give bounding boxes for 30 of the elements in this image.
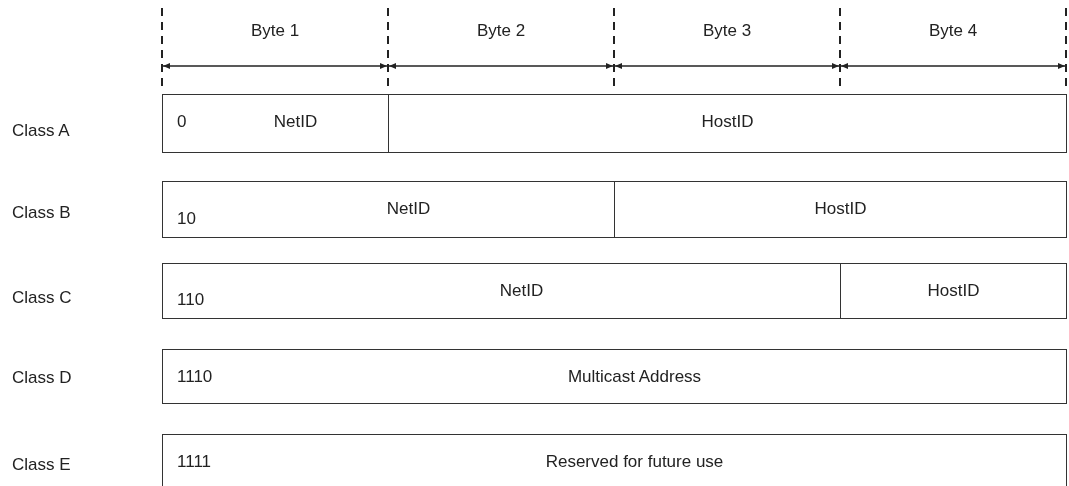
class-label: Class C	[12, 287, 72, 309]
field-label: HostID	[814, 199, 867, 218]
field-label: Multicast Address	[567, 367, 702, 386]
address-field	[162, 94, 389, 153]
address-field	[162, 181, 615, 238]
prefix-bits: 110	[177, 288, 205, 311]
address-field	[840, 263, 1067, 319]
class-label: Class B	[12, 202, 71, 224]
byte-label: Byte 3	[701, 20, 753, 42]
class-label: Class D	[12, 367, 72, 389]
address-field	[614, 181, 1067, 238]
field-label: HostID	[927, 281, 980, 300]
field-label: NetID	[386, 199, 431, 218]
prefix-bits: 0	[177, 111, 187, 133]
prefix-bits: 1110	[177, 366, 213, 388]
field-label: NetID	[273, 112, 318, 131]
class-label: Class A	[12, 120, 70, 142]
field-label: Reserved for future use	[545, 452, 724, 471]
byte-label: Byte 4	[927, 20, 979, 42]
byte-label: Byte 1	[249, 20, 301, 42]
class-label: Class E	[12, 454, 71, 476]
address-field	[162, 263, 841, 319]
field-label: NetID	[499, 281, 544, 300]
address-field	[388, 94, 1067, 153]
prefix-bits: 1111	[177, 451, 212, 473]
prefix-bits: 10	[177, 207, 196, 230]
address-field	[162, 434, 1067, 486]
field-label: HostID	[701, 112, 754, 131]
byte-label: Byte 2	[475, 20, 527, 42]
address-field	[162, 349, 1067, 404]
